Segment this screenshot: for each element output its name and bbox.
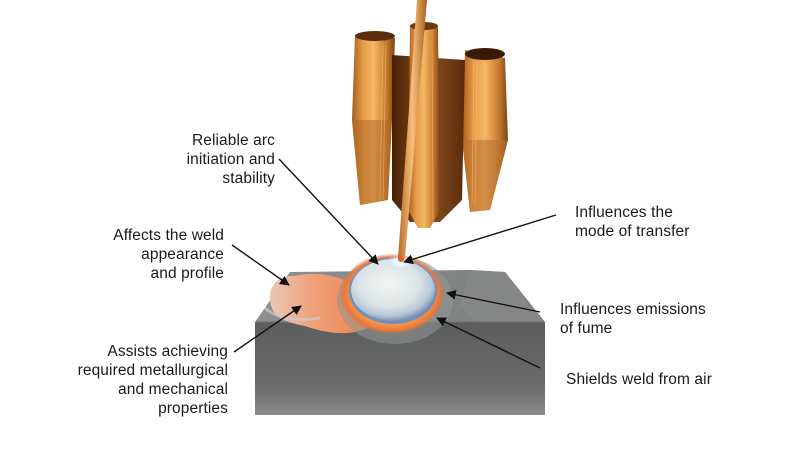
arrow-shield <box>436 317 541 369</box>
arrow-arc <box>278 158 379 265</box>
filler-wire <box>398 0 427 262</box>
label-metallurgical-properties: Assists achieving required metallurgical… <box>77 343 228 417</box>
label-shields-weld: Shields weld from air <box>566 371 712 388</box>
arrow-properties <box>233 305 302 353</box>
label-arc-stability: Reliable arc initiation and stability <box>186 132 275 187</box>
label-weld-appearance: Affects the weld appearance and profile <box>113 227 224 282</box>
arrow-transfer <box>403 214 557 265</box>
arrow-fume <box>446 289 541 313</box>
label-mode-of-transfer: Influences the mode of transfer <box>575 204 690 240</box>
label-fume-emissions: Influences emissions of fume <box>560 301 706 337</box>
callout-arrows <box>231 158 557 369</box>
torch-nozzle <box>352 22 508 228</box>
weld-pool <box>337 254 453 344</box>
arrow-appearance <box>231 244 290 286</box>
